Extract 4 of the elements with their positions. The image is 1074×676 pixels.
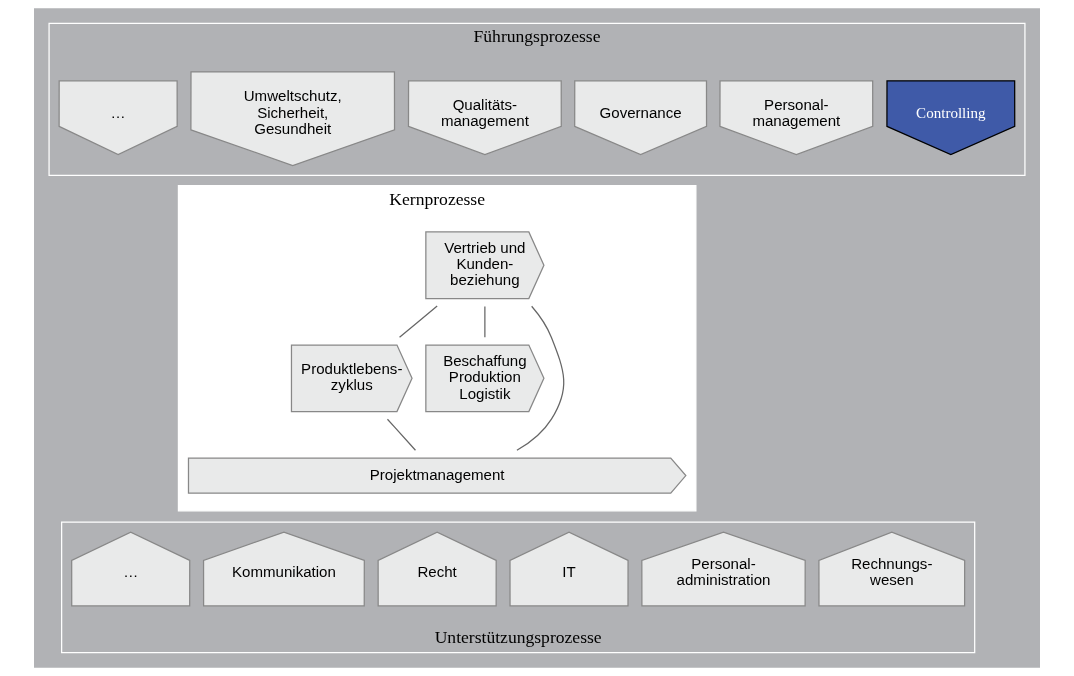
connector — [516, 305, 565, 451]
connector — [386, 418, 417, 451]
connector — [398, 305, 438, 338]
connector — [484, 305, 486, 338]
